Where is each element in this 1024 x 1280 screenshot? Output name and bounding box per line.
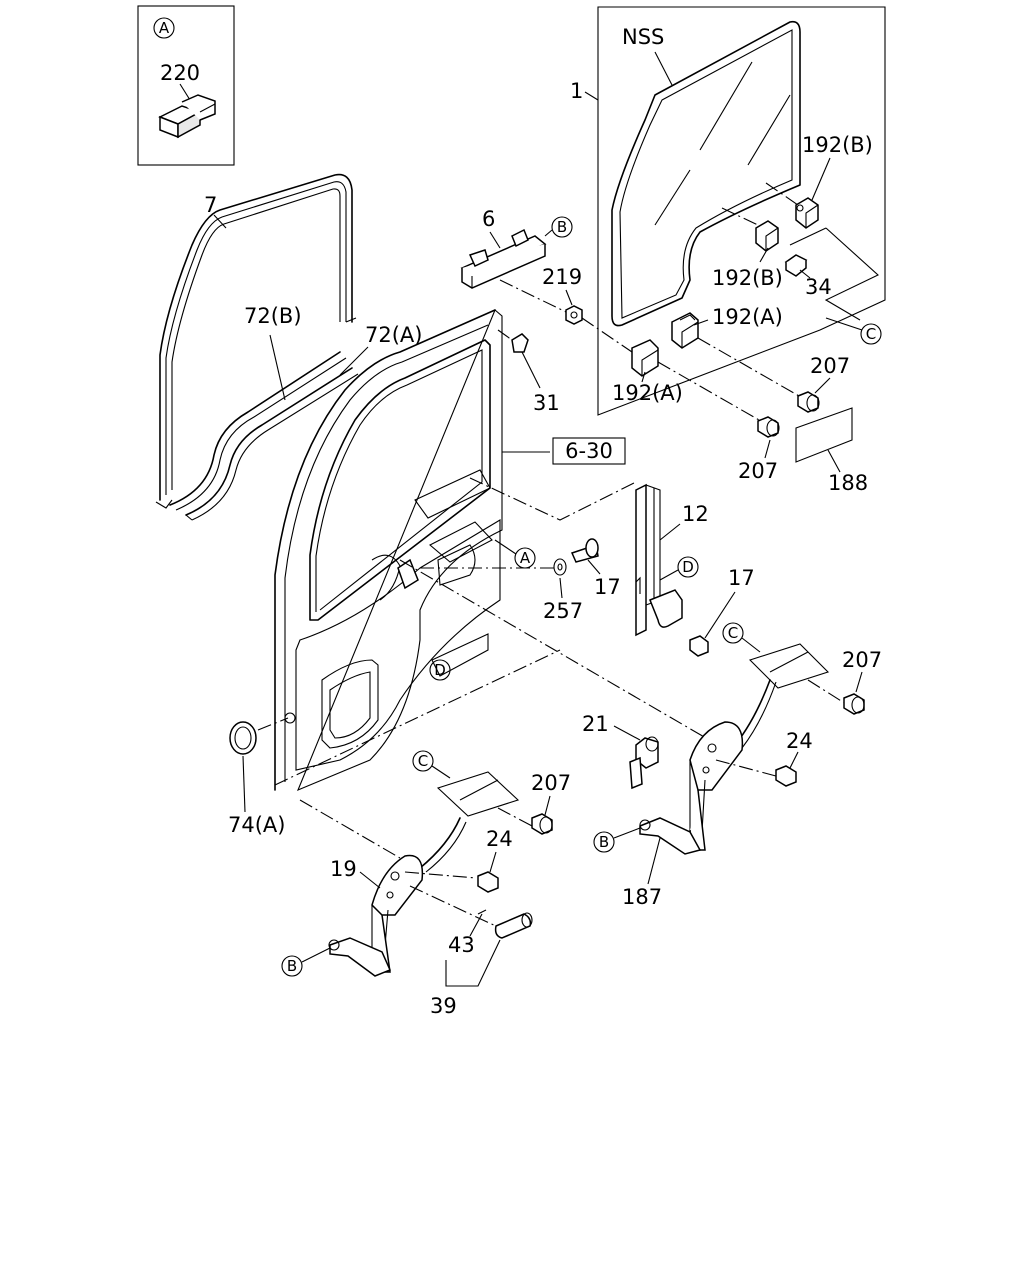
- sheet-c-left: [436, 771, 520, 817]
- svg-text:B: B: [599, 833, 609, 851]
- label-24-b: 24: [486, 827, 513, 851]
- regulator-187: [639, 679, 777, 855]
- svg-text:D: D: [434, 661, 446, 679]
- label-257: 257: [543, 599, 583, 623]
- ref-b-left: B: [281, 947, 331, 977]
- ref-d-channel: D: [659, 556, 699, 581]
- part-21: [629, 736, 659, 790]
- door-glass: [611, 20, 801, 327]
- label-74a: 74(A): [228, 813, 285, 837]
- label-34: 34: [805, 275, 832, 299]
- strip-72b: [169, 351, 347, 511]
- label-72b: 72(B): [244, 304, 302, 328]
- bolt-24-a: [775, 765, 797, 787]
- ref-c-right: C: [722, 622, 761, 653]
- clip-192a-left: [631, 339, 659, 377]
- clip-192a-right: [671, 312, 699, 349]
- svg-text:D: D: [682, 558, 694, 576]
- label-6: 6: [482, 207, 495, 231]
- bolt-207-c: [531, 813, 553, 835]
- label-1: 1: [570, 79, 583, 103]
- regulator-19: [328, 817, 467, 977]
- clip-31: [511, 333, 529, 353]
- label-192a-left: 192(A): [612, 381, 683, 405]
- svg-text:B: B: [287, 957, 297, 975]
- label-187: 187: [622, 885, 662, 909]
- ref-c-glass: C: [825, 317, 882, 345]
- part-34: [784, 254, 808, 277]
- label-188: 188: [828, 471, 868, 495]
- clip-192b-mid: [755, 220, 779, 252]
- grommet-74a: [229, 721, 257, 755]
- label-17-b: 17: [728, 566, 755, 590]
- svg-text:A: A: [520, 549, 531, 567]
- ref-b-right: B: [593, 827, 641, 853]
- channel-12: [635, 483, 683, 637]
- weatherstrip-7: [155, 173, 357, 509]
- handle-crank: [477, 909, 533, 939]
- door-panel: [274, 309, 503, 792]
- ref-box-6-30: 6-30: [552, 437, 626, 465]
- strip-72a: [185, 367, 359, 521]
- label-192b-top: 192(B): [802, 133, 873, 157]
- label-nss: NSS: [622, 25, 664, 49]
- ref-b-guide: B: [544, 216, 573, 238]
- washer-257: [553, 558, 567, 576]
- bolt-207-d: [843, 693, 865, 715]
- bolt-17-a: [570, 538, 599, 563]
- svg-text:C: C: [728, 624, 738, 642]
- inset-box-a: A 220: [137, 5, 235, 166]
- sheet-c-right: [748, 643, 830, 689]
- label-43: 43: [448, 933, 475, 957]
- label-31: 31: [533, 391, 560, 415]
- glass-group: 1 NSS: [570, 6, 886, 416]
- label-21: 21: [582, 712, 609, 736]
- label-7: 7: [204, 193, 217, 217]
- label-207-a: 207: [810, 354, 850, 378]
- ref-d-door: D: [429, 633, 489, 681]
- inset-ref-a: A: [159, 19, 170, 37]
- label-192b-mid: 192(B): [712, 266, 783, 290]
- label-219: 219: [542, 265, 582, 289]
- label-19: 19: [330, 857, 357, 881]
- label-192a-right: 192(A): [712, 305, 783, 329]
- clip-192b-top: [795, 197, 819, 229]
- svg-text:C: C: [418, 752, 428, 770]
- label-24-a: 24: [786, 729, 813, 753]
- guide-6: [460, 228, 547, 289]
- label-39: 39: [430, 994, 457, 1018]
- bolt-207-b: [757, 416, 780, 438]
- label-207-b: 207: [738, 459, 778, 483]
- svg-text:B: B: [557, 218, 567, 236]
- nut-219: [565, 305, 583, 325]
- bolt-17-b: [689, 635, 709, 657]
- label-72a: 72(A): [365, 323, 422, 347]
- bolt-24-b: [477, 871, 499, 893]
- svg-text:C: C: [866, 325, 876, 343]
- label-12: 12: [682, 502, 709, 526]
- label-17-a: 17: [594, 575, 621, 599]
- ref-a-door: A: [494, 539, 536, 569]
- label-207-d: 207: [842, 648, 882, 672]
- ref-c-left: C: [412, 750, 451, 779]
- label-220: 220: [160, 61, 200, 85]
- label-6-30: 6-30: [565, 439, 613, 463]
- label-207-c: 207: [531, 771, 571, 795]
- sheet-188: [795, 407, 853, 463]
- bolt-207-a: [797, 391, 820, 413]
- clip-220-icon: [158, 94, 216, 139]
